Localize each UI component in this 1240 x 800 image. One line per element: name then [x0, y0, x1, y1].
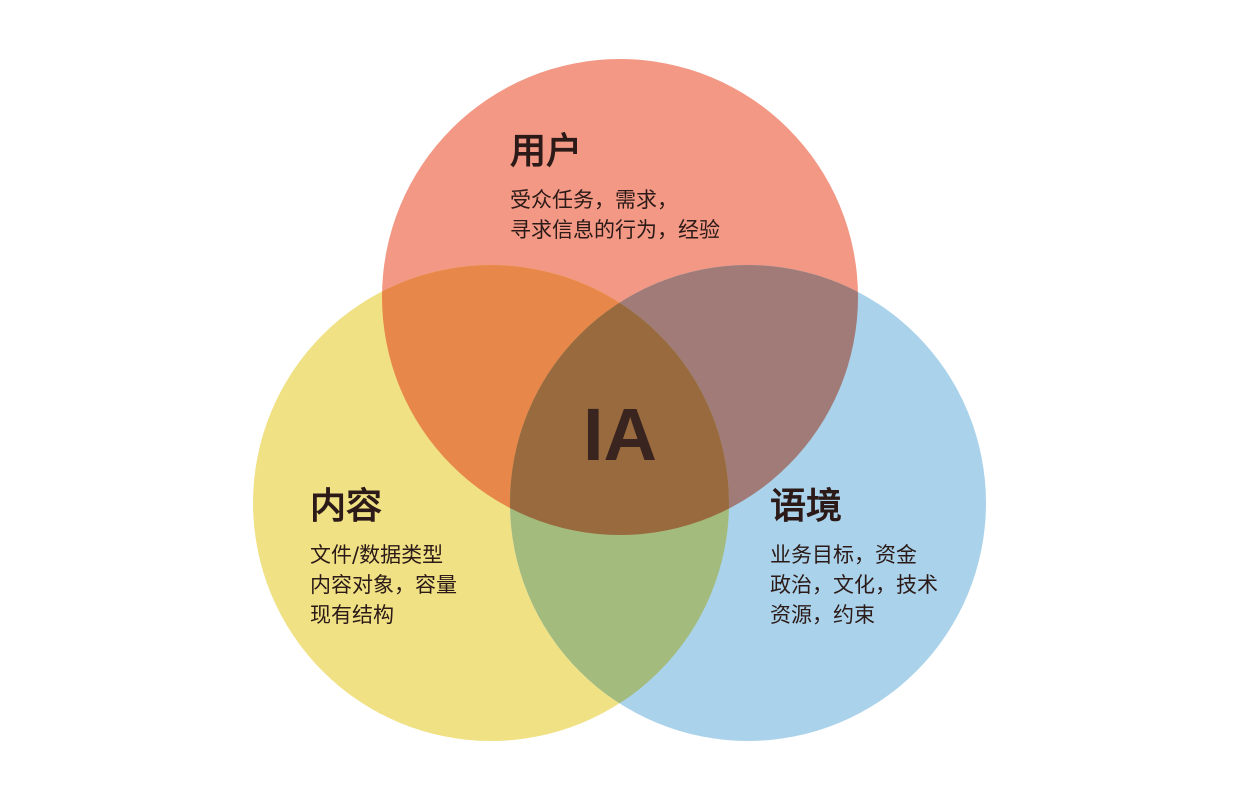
content-title: 内容 [310, 486, 382, 527]
context-desc-line: 政治，文化，技术 [770, 573, 938, 597]
center-label: IA [583, 393, 657, 476]
user-desc-line: 寻求信息的行为，经验 [510, 218, 720, 242]
user-title: 用户 [510, 131, 582, 172]
context-desc-line: 资源，约束 [770, 603, 875, 627]
center-overlap [510, 265, 729, 535]
context-desc-line: 业务目标，资金 [770, 543, 917, 567]
context-title: 语境 [770, 486, 842, 527]
content-desc-line: 现有结构 [310, 603, 394, 627]
content-desc-line: 内容对象，容量 [310, 573, 457, 597]
user-desc-line: 受众任务，需求， [510, 188, 678, 212]
content-desc-line: 文件/数据类型 [310, 543, 443, 567]
